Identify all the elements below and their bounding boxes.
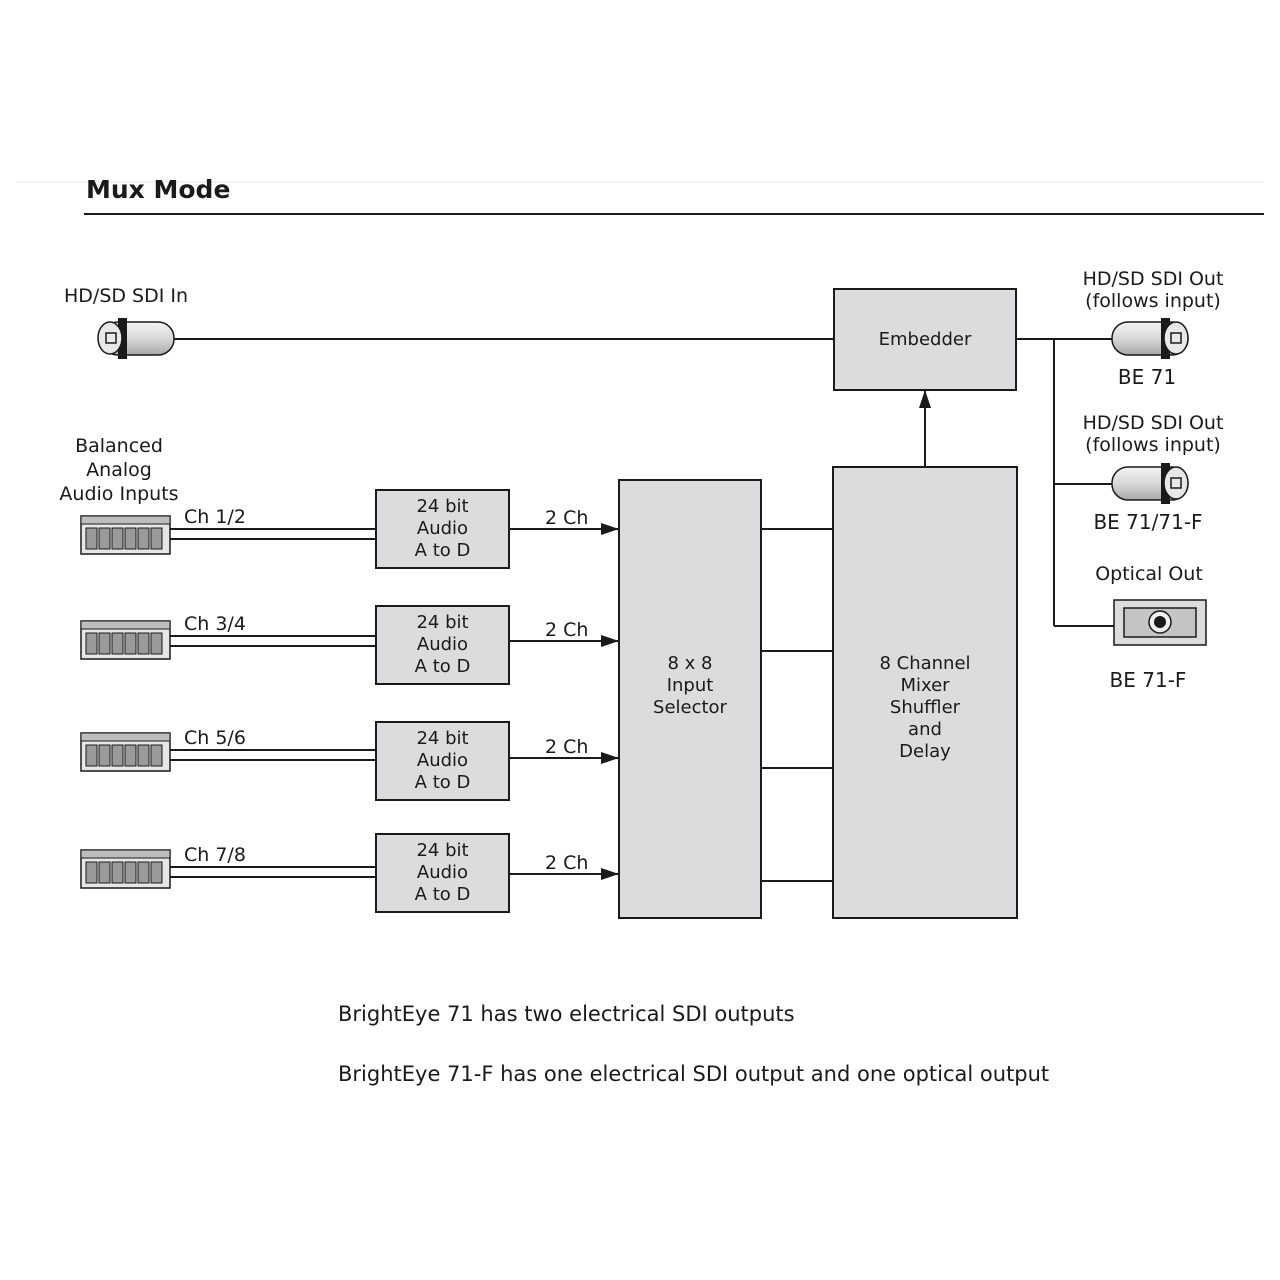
channel-label: Ch 5/6 [184, 727, 246, 749]
bnc-input-connector-icon [97, 318, 175, 359]
adc-output-arrows [509, 523, 619, 880]
adc-output-label: 2 Ch [545, 736, 589, 758]
output-model-label: BE 71 [1117, 365, 1177, 389]
channel-label: Ch 7/8 [184, 844, 246, 866]
terminal-block-icon [80, 515, 171, 555]
output-bus [1016, 338, 1114, 627]
adc-output-label: 2 Ch [545, 507, 589, 529]
optical-connector-icon [1113, 599, 1207, 646]
adc-output-label: 2 Ch [545, 619, 589, 641]
note-text: BrightEye 71 has two electrical SDI outp… [338, 1002, 795, 1026]
terminal-block-icon [80, 620, 171, 660]
output-model-label: BE 71-F [1109, 668, 1187, 692]
page-title: Mux Mode [86, 175, 231, 204]
sdi-in-label: HD/SD SDI In [64, 285, 189, 307]
selector-mixer-links [761, 528, 833, 882]
sdi-out-label: HD/SD SDI Out (follows input) [1082, 268, 1224, 312]
bnc-output-connector-icon [1111, 463, 1189, 504]
terminal-block-icon [80, 849, 171, 889]
embedder-block: Embedder [833, 288, 1017, 391]
channel-label: Ch 3/4 [184, 613, 246, 635]
terminal-block-icon [80, 732, 171, 772]
note-text: BrightEye 71-F has one electrical SDI ou… [338, 1062, 1050, 1086]
channel-label: Ch 1/2 [184, 506, 246, 528]
analog-inputs-label: Balanced Analog Audio Inputs [59, 435, 179, 505]
output-model-label: BE 71/71-F [1093, 510, 1203, 534]
analog-input-wires [170, 528, 376, 878]
optical-out-label: Optical Out [1095, 563, 1203, 585]
bnc-output-connector-icon [1111, 318, 1189, 359]
adc-output-label: 2 Ch [545, 852, 589, 874]
sdi-out-label: HD/SD SDI Out (follows input) [1082, 412, 1224, 456]
